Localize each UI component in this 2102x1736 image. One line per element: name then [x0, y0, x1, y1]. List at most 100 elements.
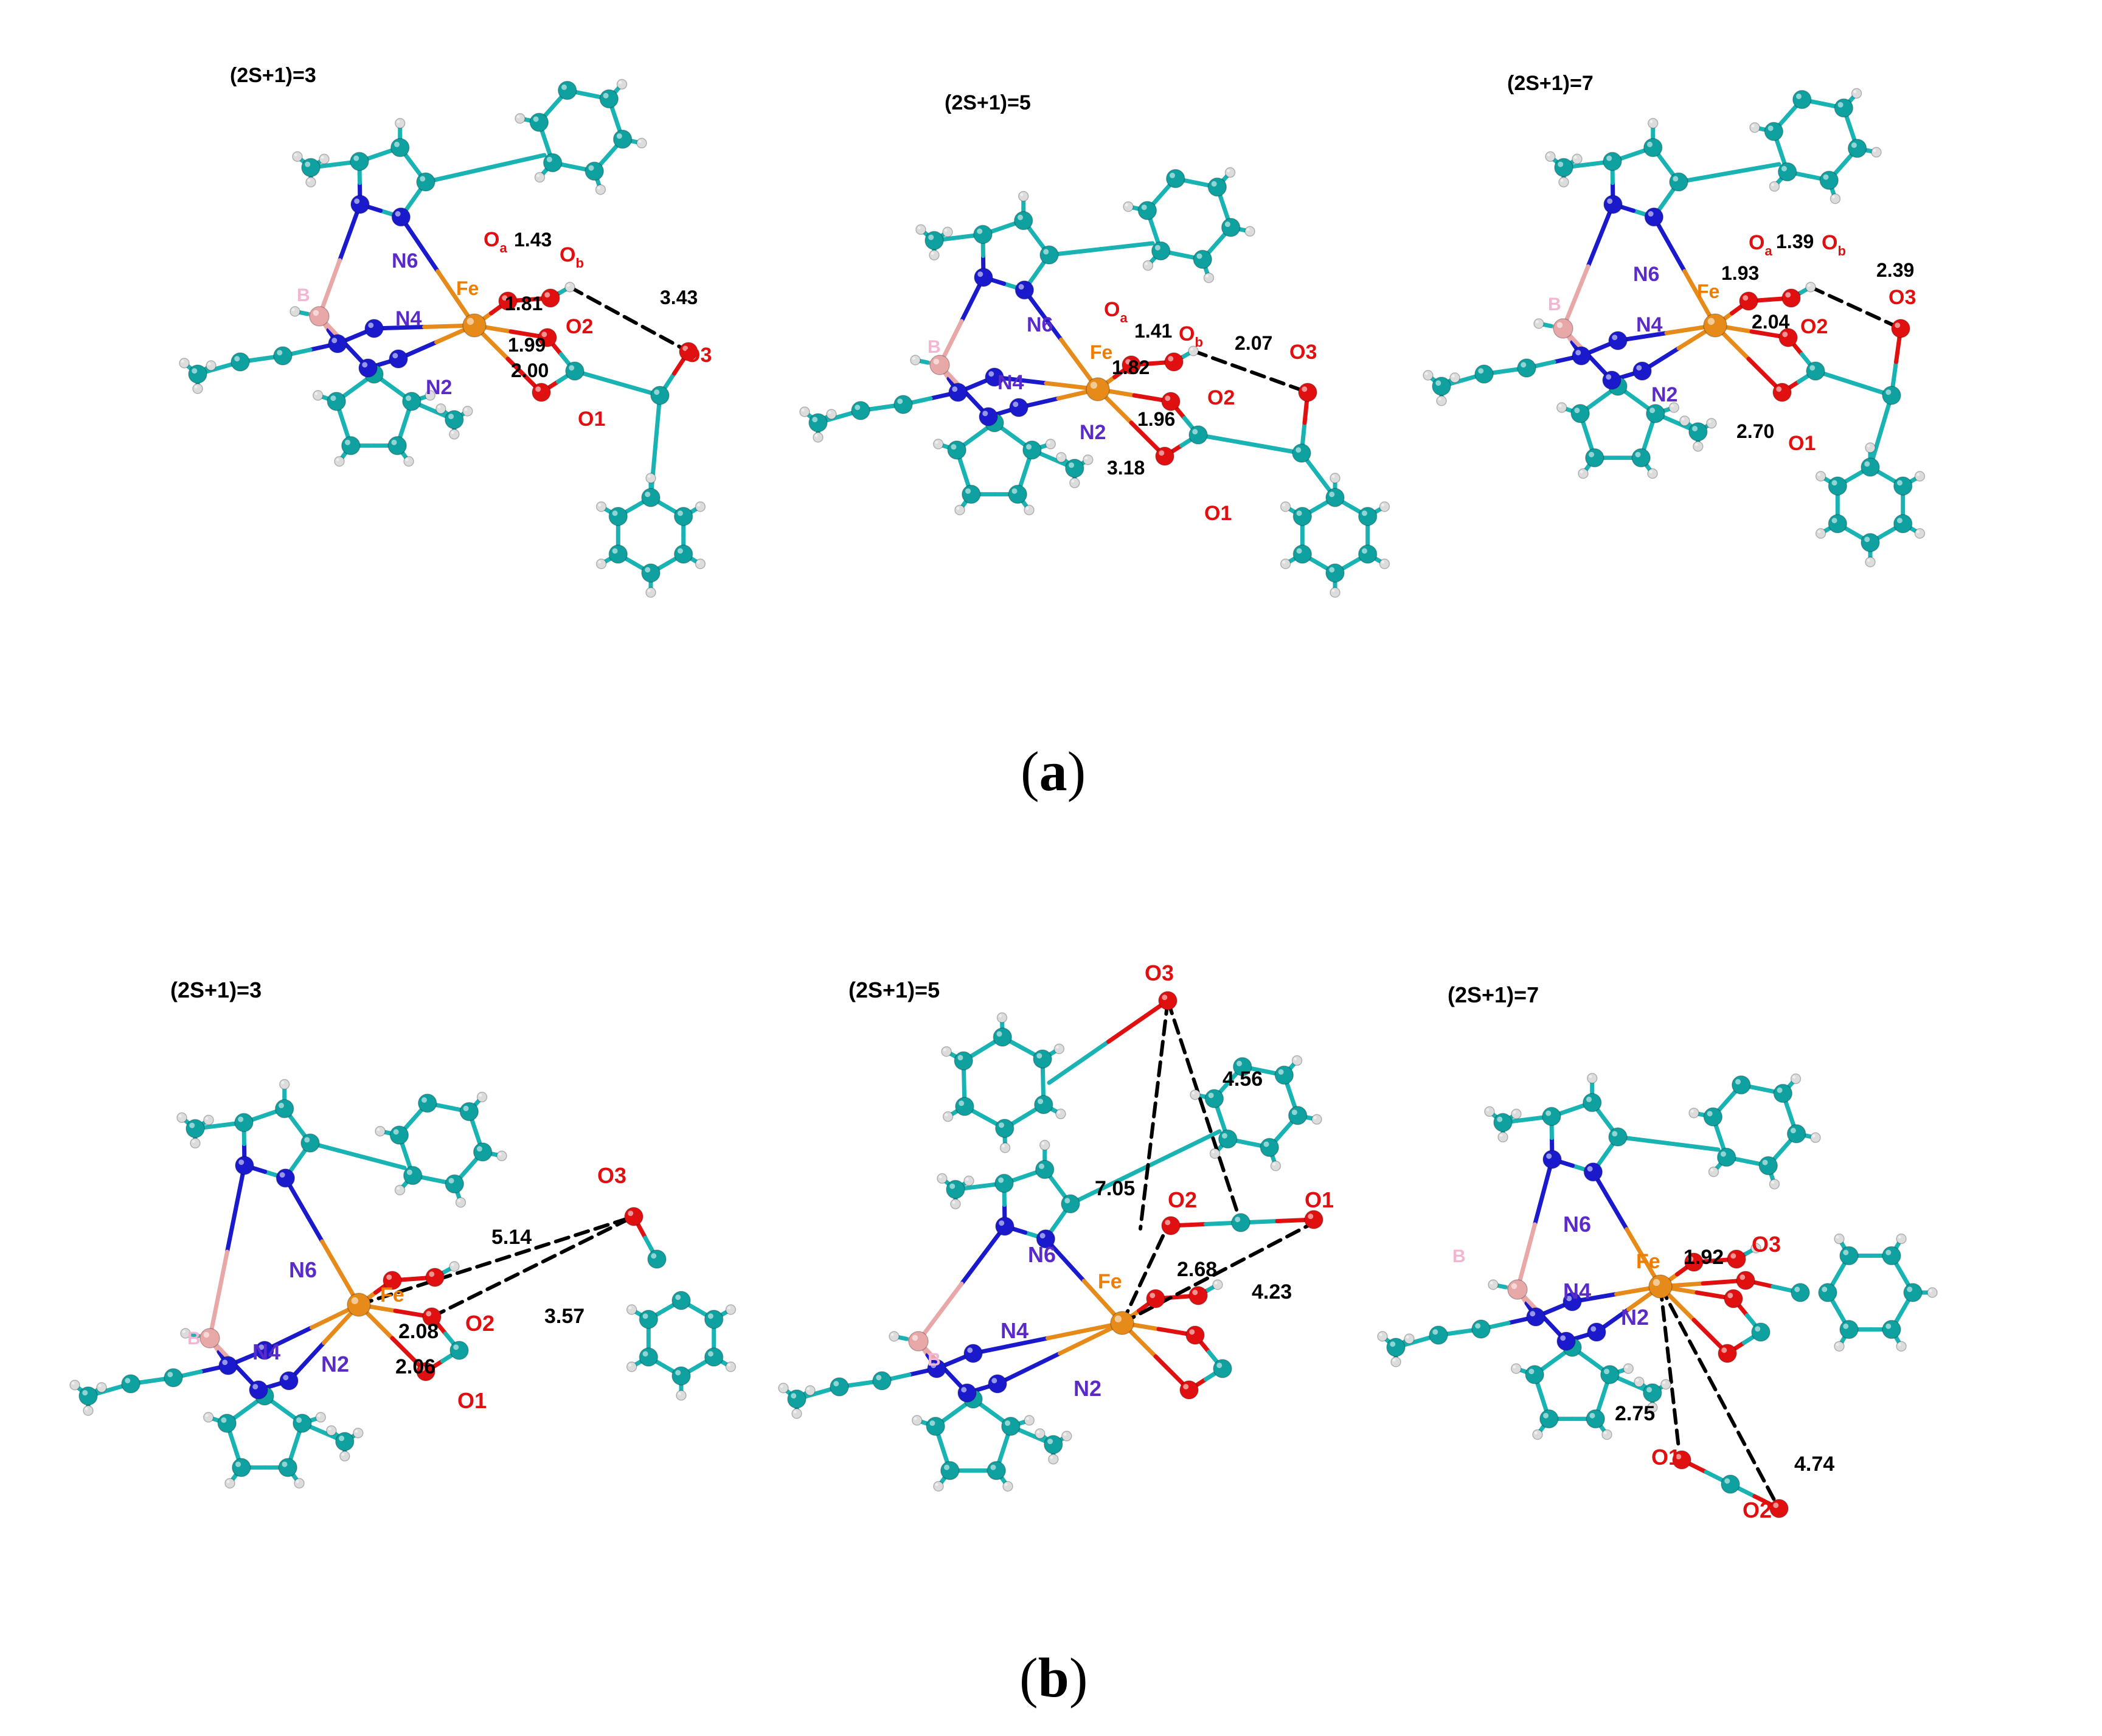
atom-label-oa: Oa: [1749, 231, 1772, 259]
atom-carbon: [1882, 1246, 1901, 1266]
atom-highlight: [321, 156, 324, 159]
atom-hydrogen: [636, 137, 647, 149]
atom-carbon: [1231, 1213, 1250, 1232]
atom-highlight: [427, 392, 430, 395]
atom-hydrogen: [1679, 415, 1690, 426]
atom-highlight: [339, 1436, 345, 1442]
atom-label-o2: O2: [566, 315, 593, 338]
atom-carbon: [1758, 1156, 1778, 1176]
atom-highlight: [1812, 1134, 1816, 1137]
atom-highlight: [1649, 408, 1656, 414]
atom-carbon: [893, 395, 913, 414]
atom-highlight: [1740, 1274, 1746, 1280]
atom-carbon: [1643, 1383, 1662, 1403]
atom-highlight: [536, 174, 540, 178]
atom-iron: [347, 1293, 371, 1317]
atom-highlight: [961, 1387, 967, 1393]
atom-highlight: [697, 503, 701, 507]
distance-label: 1.43: [514, 229, 552, 251]
atom-hydrogen: [941, 1046, 952, 1057]
atom-highlight: [238, 1116, 244, 1122]
atom-hydrogen: [1914, 528, 1926, 539]
atom-highlight: [448, 414, 454, 420]
atom-highlight: [645, 491, 651, 498]
atom-highlight: [1313, 1116, 1317, 1119]
atom-carbon: [301, 158, 321, 178]
atom-highlight: [1885, 1323, 1892, 1329]
atom-highlight: [1208, 1092, 1214, 1099]
atom-highlight: [1916, 473, 1920, 476]
distance-label: 2.68: [1177, 1258, 1217, 1281]
atom-carbon: [673, 544, 693, 564]
atom-carbon: [1429, 1325, 1448, 1345]
atom-oxygen: [1185, 1325, 1205, 1345]
atom-hydrogen: [725, 1304, 737, 1315]
atom-highlight: [1154, 245, 1160, 251]
atom-highlight: [833, 1381, 839, 1387]
distance-dashed-line: [357, 1215, 636, 1307]
atom-hydrogen: [1061, 1431, 1072, 1442]
atom-carbon: [1582, 1092, 1602, 1113]
atom-oxygen: [541, 288, 560, 308]
atom-highlight: [965, 1178, 969, 1181]
atom-carbon: [1358, 544, 1378, 564]
atom-nitrogen: [358, 358, 378, 378]
bond: [1047, 1040, 1111, 1085]
atom-nitrogen: [328, 334, 347, 353]
atom-carbon: [1721, 1474, 1740, 1494]
atom-highlight: [793, 1410, 797, 1414]
atom-highlight: [351, 1297, 359, 1305]
atom-label-o3: O3: [1889, 286, 1916, 309]
atom-carbon: [1646, 404, 1665, 423]
atom-carbon: [1600, 1365, 1620, 1384]
atom-carbon: [232, 1457, 251, 1477]
atom-hydrogen: [1142, 260, 1154, 271]
atom-highlight: [956, 507, 960, 510]
atom-highlight: [71, 1381, 75, 1385]
atom-carbon: [1570, 404, 1590, 423]
atom-hydrogen: [1815, 471, 1826, 482]
atom-oxygen: [1164, 352, 1184, 372]
atom-hydrogen: [595, 558, 607, 569]
atom-highlight: [1214, 1281, 1218, 1285]
atom-highlight: [1165, 395, 1171, 401]
atom-highlight: [1190, 347, 1193, 351]
atom-highlight: [1047, 1439, 1053, 1445]
atom-hydrogen: [96, 1382, 107, 1393]
atom-highlight: [1168, 356, 1174, 362]
distance-label: 2.75: [1615, 1402, 1655, 1425]
atom-highlight: [178, 1114, 182, 1118]
atom-hydrogen: [435, 403, 446, 414]
atom-highlight: [1020, 193, 1024, 196]
atom-nitrogen: [963, 1344, 983, 1363]
atom-hydrogen: [375, 1125, 386, 1137]
atom-highlight: [1192, 1290, 1198, 1296]
atom-highlight: [125, 1378, 131, 1384]
atom-highlight: [1543, 1412, 1549, 1418]
atom-label-n2: N2: [1080, 421, 1106, 444]
atom-highlight: [1864, 536, 1870, 543]
atom-highlight: [914, 1417, 917, 1420]
atom-carbon: [1213, 1359, 1232, 1378]
atom-highlight: [296, 1480, 299, 1484]
atom-hydrogen: [1436, 395, 1447, 406]
atom-hydrogen: [937, 1173, 948, 1184]
atom-highlight: [234, 356, 240, 362]
atom-label-o1: O1: [457, 1388, 487, 1413]
atom-hydrogen: [69, 1380, 80, 1391]
atom-carbon: [1828, 476, 1848, 496]
panel-b-state-1-labels: (2S+1)=3 B N6 N4 N2 Fe O2 O3 O1 5.14 3.5…: [170, 977, 626, 1413]
atom-highlight: [1058, 454, 1061, 457]
distance-dashes-layer: [357, 285, 1903, 1516]
atom-highlight: [457, 1199, 461, 1203]
bond: [916, 1281, 964, 1344]
atom-carbon: [808, 413, 828, 432]
atom-highlight: [1771, 1181, 1775, 1184]
atom-highlight: [1587, 1166, 1593, 1172]
bond: [1651, 215, 1687, 274]
atom-highlight: [207, 362, 211, 366]
atom-carbon: [1165, 168, 1185, 189]
bond: [1046, 1321, 1125, 1341]
atom-highlight: [1246, 228, 1250, 231]
atom-highlight: [1486, 1108, 1490, 1112]
